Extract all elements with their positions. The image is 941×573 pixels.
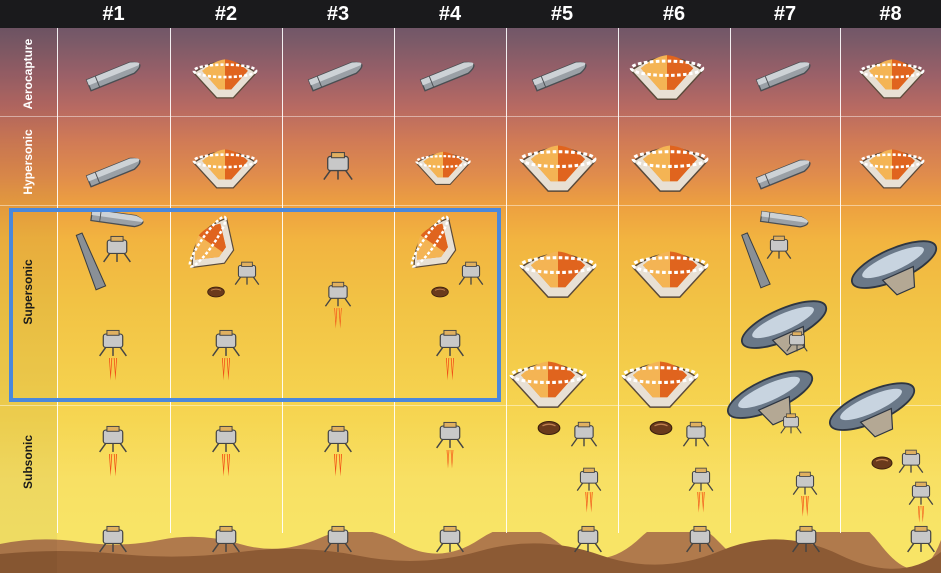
- lander-icon: [792, 471, 818, 496]
- column-divider: [394, 28, 395, 533]
- slender-body-icon: [307, 58, 365, 92]
- lander-icon: [685, 525, 715, 553]
- column-label-3: #3: [326, 3, 350, 25]
- column-label-2: #2: [214, 3, 238, 25]
- rigid-aeroshell-icon: [859, 58, 925, 100]
- column-divider: [730, 28, 731, 533]
- column-divider: [170, 28, 171, 533]
- lander-icon: [211, 425, 241, 453]
- column-divider: [57, 28, 58, 533]
- lander-icon: [766, 235, 792, 260]
- rigid-aeroshell-icon: [631, 249, 709, 299]
- retro-rocket-flame-icon: [801, 496, 809, 517]
- rigid-aeroshell-icon: [519, 143, 597, 193]
- column-label-6: #6: [662, 3, 686, 25]
- lander-icon: [323, 525, 353, 553]
- lander-icon: [435, 421, 465, 449]
- rigid-aeroshell-icon: [631, 143, 709, 193]
- lander-icon: [780, 413, 802, 434]
- slender-body-icon: [759, 210, 810, 229]
- phase-separator: [0, 405, 941, 406]
- lander-icon: [98, 425, 128, 453]
- slender-body-icon: [755, 156, 813, 190]
- parachute-icon: [871, 456, 893, 470]
- slender-body-icon: [755, 58, 813, 92]
- rigid-aeroshell-icon: [415, 150, 471, 186]
- highlight-box: [9, 208, 501, 402]
- column-header-bar: #1 #2 #3 #4 #5 #6 #7 #8: [0, 0, 941, 28]
- lander-icon: [323, 425, 353, 453]
- column-label-8: #8: [879, 3, 902, 25]
- retro-rocket-flame-icon: [334, 454, 342, 477]
- lander-icon: [791, 525, 821, 553]
- lander-icon: [908, 481, 934, 506]
- lander-icon: [898, 449, 924, 474]
- slender-body-icon: [85, 58, 143, 92]
- phase-separator: [0, 116, 941, 117]
- heat-shield-icon: [739, 231, 771, 289]
- rigid-aeroshell-icon: [859, 148, 925, 190]
- retro-rocket-flame-icon: [446, 450, 454, 469]
- inflatable-decelerator-icon: [735, 290, 839, 371]
- slender-body-icon: [531, 58, 589, 92]
- lander-icon: [570, 421, 598, 447]
- lander-icon: [211, 525, 241, 553]
- phase-separator: [0, 205, 941, 206]
- column-divider: [506, 28, 507, 533]
- rigid-aeroshell-icon: [192, 58, 258, 100]
- lander-icon: [576, 467, 602, 492]
- lander-icon: [98, 525, 128, 553]
- column-label-4: #4: [438, 3, 462, 25]
- column-divider: [840, 28, 841, 533]
- lander-icon: [906, 525, 936, 553]
- retro-rocket-flame-icon: [222, 454, 230, 477]
- parachute-icon: [537, 420, 561, 436]
- retro-rocket-flame-icon: [918, 506, 924, 523]
- rigid-aeroshell-icon: [192, 148, 258, 190]
- retro-rocket-flame-icon: [697, 492, 705, 513]
- retro-rocket-flame-icon: [109, 454, 117, 477]
- retro-rocket-flame-icon: [585, 492, 593, 513]
- slender-body-icon: [85, 154, 143, 188]
- lander-icon: [323, 151, 353, 181]
- rigid-aeroshell-icon: [629, 53, 705, 101]
- lander-icon: [682, 421, 710, 447]
- column-label-7: #7: [773, 3, 797, 25]
- column-label-5: #5: [550, 3, 574, 25]
- lander-icon: [688, 467, 714, 492]
- inflatable-decelerator-icon: [721, 360, 825, 441]
- column-label-1: #1: [102, 3, 125, 25]
- lander-icon: [573, 525, 603, 553]
- slender-body-icon: [419, 58, 477, 92]
- column-divider: [618, 28, 619, 533]
- lander-icon: [435, 525, 465, 553]
- rigid-aeroshell-icon: [519, 249, 597, 299]
- rigid-aeroshell-icon: [621, 359, 699, 409]
- inflatable-decelerator-icon: [845, 230, 941, 311]
- column-divider: [282, 28, 283, 533]
- inflatable-decelerator-icon: [823, 372, 927, 453]
- parachute-icon: [649, 420, 673, 436]
- rigid-aeroshell-icon: [509, 359, 587, 409]
